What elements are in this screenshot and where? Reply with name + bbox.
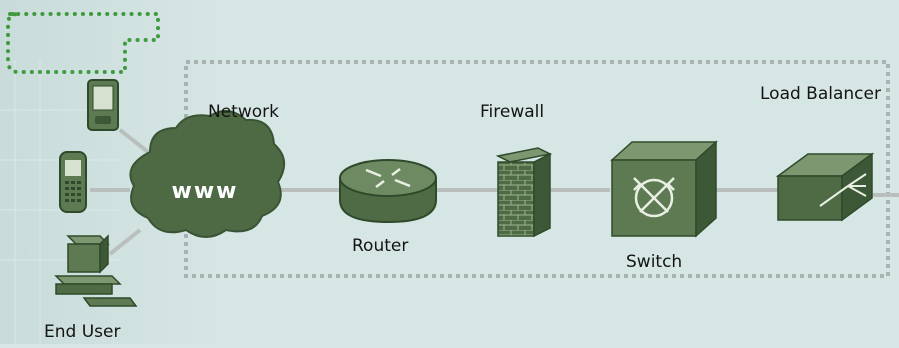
end-user-label: End User	[44, 322, 121, 342]
desktop-computer-icon	[54, 234, 138, 307]
load-balancer-label: Load Balancer	[760, 84, 881, 104]
firewall-icon	[495, 147, 553, 238]
link-lines	[90, 128, 899, 256]
pda-icon	[87, 79, 119, 131]
router-icon	[339, 159, 437, 224]
router-label: Router	[352, 236, 409, 256]
switch-icon	[610, 140, 718, 238]
firewall-label: Firewall	[480, 102, 545, 122]
cloud-www-text: www	[172, 179, 239, 204]
network-label: Network	[208, 102, 279, 122]
www-cloud-icon: www	[129, 109, 285, 238]
dotted-highlight-outline	[6, 12, 160, 74]
load-balancer-icon	[775, 152, 875, 222]
switch-label: Switch	[626, 252, 683, 272]
mobile-phone-icon	[59, 151, 87, 213]
